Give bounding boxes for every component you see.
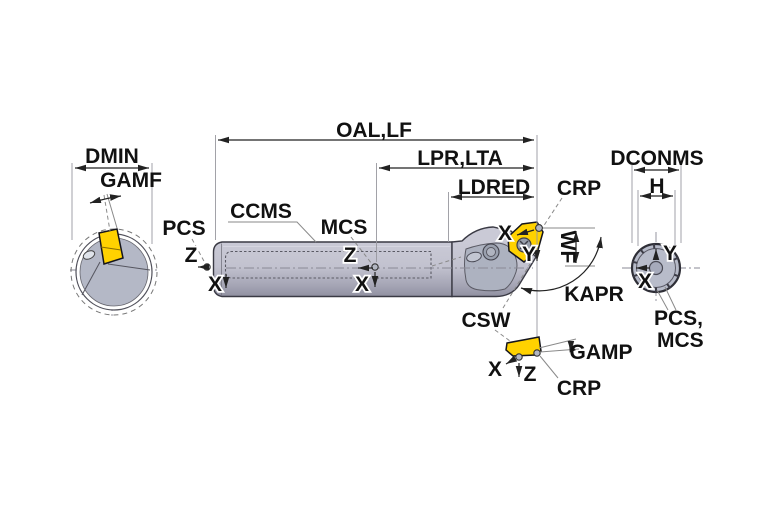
gamp-label: GAMP: [570, 341, 633, 364]
right-end-view: Y X DCONMS H PCS, MCS: [610, 147, 703, 352]
gamp-angle-arrows: [567, 340, 576, 353]
side-view: [212, 221, 544, 298]
gamf-angle-arrows: [89, 194, 122, 204]
gamf-reference-dashed-line: [103, 194, 111, 232]
csw-leader-down: [494, 329, 511, 342]
bottom-origin-dot: [515, 353, 523, 361]
bottom-crp-dot: [533, 349, 541, 357]
wf-label: WF: [556, 231, 579, 264]
mcs-origin-dot: [371, 263, 379, 271]
h-label: H: [649, 175, 664, 198]
ccms-label: CCMS: [230, 200, 292, 223]
right-pcs-label: PCS,: [654, 307, 703, 330]
dconms-label: DCONMS: [610, 147, 703, 170]
dmin-label: DMIN: [85, 145, 139, 168]
shank-ring-hatch: [632, 243, 680, 293]
pcs-z-label: Z: [185, 244, 198, 267]
crp-point: [535, 224, 543, 232]
bottom-insert-view: GAMP CRP X Z: [488, 336, 633, 400]
right-pcs-leader: [656, 289, 669, 311]
mcs-z-label: Z: [344, 244, 357, 267]
insert-x-label: X: [498, 222, 512, 245]
mcs-label: MCS: [321, 216, 368, 239]
crp-bottom-label: CRP: [557, 377, 601, 400]
crp-top-leader: [540, 197, 563, 231]
insert-x-arrow: [516, 228, 535, 236]
crp-top-label: CRP: [557, 177, 601, 200]
dimensions: OAL,LF LPR,LTA LDRED: [215, 119, 538, 350]
bore-hidden-outline: [224, 250, 432, 279]
cutting-point-annotations: CRP X Y WF KAPR CSW: [462, 177, 624, 342]
right-mcs-label: MCS: [657, 329, 704, 352]
pocket-chord-right: [107, 263, 151, 271]
head-hidden-line: [431, 256, 462, 267]
bottom-x-label: X: [488, 358, 502, 381]
right-x-label: X: [638, 270, 652, 293]
bottom-x-arrow: [505, 355, 518, 365]
ldred-label: LDRED: [458, 176, 530, 199]
csw-label: CSW: [462, 309, 511, 332]
left-end-view: DMIN GAMF: [70, 145, 162, 317]
gamp-face-reference: [538, 338, 577, 349]
kapr-label: KAPR: [564, 283, 624, 306]
kapr-angle-arc: [520, 236, 603, 295]
mcs-x-label: X: [355, 273, 369, 296]
ccms-leader: [228, 221, 317, 243]
coolant-hole: [82, 250, 96, 260]
insert-facet-line: [100, 246, 122, 251]
head-slot: [466, 251, 482, 263]
coordinate-markers: CCMS PCS Z X MCS Z X: [162, 200, 379, 298]
bottom-z-label: Z: [524, 363, 537, 386]
gamf-label: GAMF: [100, 169, 162, 192]
pcs-x-label: X: [208, 273, 222, 296]
oal-label: OAL,LF: [336, 119, 412, 142]
insert-y-label: Y: [522, 243, 536, 266]
csw-leader-up: [502, 263, 531, 309]
crp-bottom-leader: [539, 355, 559, 379]
right-y-label: Y: [663, 242, 677, 265]
pcs-label: PCS: [162, 217, 205, 240]
bar-body: [212, 241, 453, 298]
mcs-leader: [350, 236, 373, 265]
right-mcs-leader: [664, 286, 677, 311]
clamp-screw-center: [486, 247, 496, 257]
pocket-chord-left: [81, 261, 101, 296]
pcs-leader: [191, 238, 206, 264]
insert-front-view: [98, 228, 124, 265]
lpr-label: LPR,LTA: [417, 147, 503, 170]
